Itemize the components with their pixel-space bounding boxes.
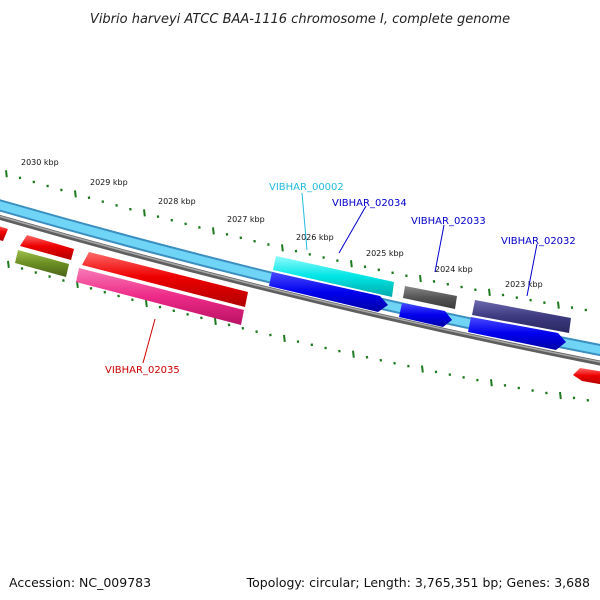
major-tick: [145, 299, 148, 308]
gene-label-vibhar-02033[interactable]: VIBHAR_02033: [411, 216, 486, 227]
major-tick: [281, 244, 284, 252]
gene-labels: VIBHAR_00002 VIBHAR_02034 VIBHAR_02033 V…: [105, 182, 576, 376]
blue-gene[interactable]: [468, 317, 566, 350]
major-tick: [350, 260, 353, 268]
cyan-gene[interactable]: [273, 256, 394, 297]
tick-label: 2023 kbp: [505, 280, 543, 289]
tick-label: 2030 kbp: [21, 158, 59, 167]
accession-text: Accession: NC_009783: [9, 575, 151, 590]
gene-label-vibhar-02035[interactable]: VIBHAR_02035: [105, 365, 180, 376]
major-tick: [419, 274, 422, 283]
label-leaders: [142, 192, 538, 364]
tick-label: 2028 kbp: [158, 197, 196, 206]
gene-label-vibhar-00002[interactable]: VIBHAR_00002: [269, 182, 344, 193]
major-tick: [143, 209, 146, 217]
tick-label: 2024 kbp: [435, 265, 473, 274]
major-tick: [212, 227, 215, 235]
major-tick: [421, 365, 424, 373]
olive-gene[interactable]: [15, 250, 69, 277]
major-tick: [488, 288, 491, 297]
features: [0, 225, 600, 385]
gene-label-vibhar-02032[interactable]: VIBHAR_02032: [501, 236, 576, 247]
scale-ticks-inner: [7, 260, 590, 402]
major-tick: [5, 170, 8, 178]
genome-summary-text: Topology: circular; Length: 3,765,351 bp…: [246, 575, 590, 590]
gray-track-highlight: [0, 215, 600, 363]
major-tick: [559, 391, 562, 400]
map-title: Vibrio harveyi ATCC BAA-1116 chromosome …: [90, 12, 510, 27]
red-gene[interactable]: [20, 235, 74, 260]
major-tick: [74, 190, 77, 198]
scale-labels: 2030 kbp 2029 kbp 2028 kbp 2027 kbp 2026…: [21, 158, 543, 289]
leader-line: [434, 224, 445, 273]
scale-ticks-outer: [5, 170, 588, 312]
tick-label: 2025 kbp: [366, 249, 404, 258]
red-gene[interactable]: [0, 225, 8, 241]
slate-gene[interactable]: [472, 300, 571, 333]
pink-gene[interactable]: [76, 268, 244, 325]
gene-label-vibhar-02034[interactable]: VIBHAR_02034: [332, 198, 407, 209]
major-tick: [283, 334, 286, 342]
leader-line: [142, 318, 156, 364]
blue-gene[interactable]: [399, 303, 452, 327]
red-gene[interactable]: [573, 368, 600, 385]
dark-gray-gene[interactable]: [403, 286, 457, 309]
tick-label: 2027 kbp: [227, 215, 265, 224]
major-tick: [214, 317, 217, 326]
major-tick: [7, 260, 10, 269]
leader-line: [526, 243, 538, 297]
leader-line: [338, 205, 367, 254]
blue-gene[interactable]: [269, 272, 388, 312]
leader-line: [301, 192, 308, 251]
major-tick: [490, 379, 493, 387]
tick-label: 2026 kbp: [296, 233, 334, 242]
gray-track: [0, 214, 600, 366]
major-tick: [352, 350, 355, 358]
red-gene[interactable]: [82, 252, 248, 307]
tick-label: 2029 kbp: [90, 178, 128, 187]
major-tick: [557, 301, 560, 309]
